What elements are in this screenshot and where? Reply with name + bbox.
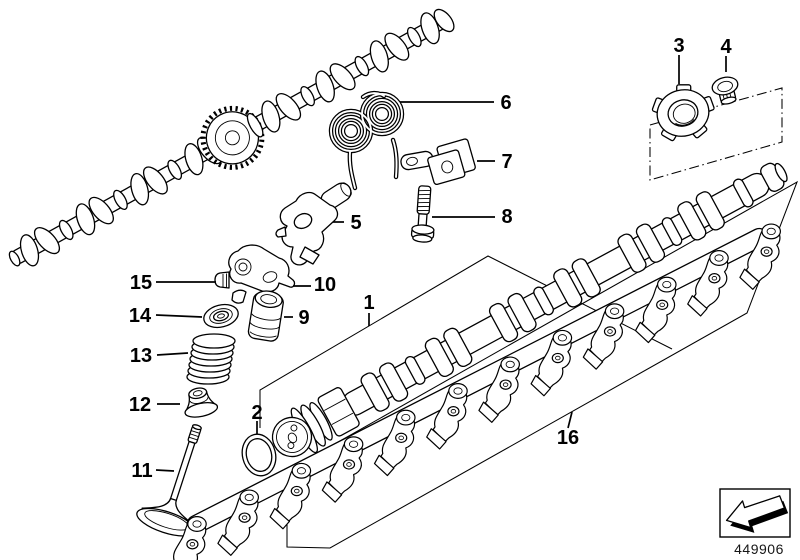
leader-14 (155, 314, 203, 318)
callout-5[interactable]: 5 (350, 212, 361, 234)
callout-6[interactable]: 6 (500, 92, 511, 114)
part-bracket-7 (400, 138, 476, 186)
part-spring-retainer-14 (203, 303, 239, 329)
leader-lines (155, 55, 727, 472)
part-camshaft-1 (271, 162, 788, 458)
part-bolt-8 (410, 185, 435, 243)
callout-labels: 1 2 3 4 5 6 7 8 9 10 11 12 13 14 15 16 (129, 35, 733, 482)
leader-13 (156, 352, 189, 356)
callout-4[interactable]: 4 (720, 36, 732, 58)
part-rocker-arm-5 (275, 182, 352, 266)
part-valve-keeper-15 (214, 271, 247, 304)
callout-7[interactable]: 7 (501, 151, 512, 173)
doc-number: 449906 (734, 541, 784, 557)
reference-plane-dashdot (649, 87, 783, 181)
callout-8[interactable]: 8 (501, 206, 512, 228)
camshaft-top-left (8, 8, 455, 267)
part-rocker-arm-10 (228, 244, 296, 293)
part-rocker-shaft-assembly-16 (165, 223, 781, 560)
callout-3[interactable]: 3 (673, 35, 684, 57)
callout-10[interactable]: 10 (314, 274, 336, 296)
part-valve-11 (136, 424, 202, 537)
callout-15[interactable]: 15 (130, 272, 152, 294)
back-arrow-icon (725, 495, 789, 533)
leader-11 (155, 469, 175, 472)
part-lock-nut-3 (651, 84, 715, 142)
camshaft-hub-face (271, 416, 313, 458)
callout-11[interactable]: 11 (131, 460, 152, 482)
callout-12[interactable]: 12 (129, 394, 151, 416)
callout-16[interactable]: 16 (557, 427, 579, 449)
part-tappet-9 (247, 290, 284, 342)
part-stem-seal-12 (184, 387, 219, 418)
callout-14[interactable]: 14 (129, 305, 152, 327)
part-plug-4 (711, 76, 739, 105)
part-seal-ring-2 (241, 433, 277, 477)
part-torsion-spring-6 (328, 90, 405, 191)
callout-1[interactable]: 1 (363, 292, 374, 314)
callout-9[interactable]: 9 (298, 307, 309, 329)
doc-footer: 449906 (719, 488, 791, 557)
leader-16 (567, 411, 573, 429)
callout-13[interactable]: 13 (130, 345, 152, 367)
part-valve-spring-13 (186, 333, 236, 385)
callout-2[interactable]: 2 (251, 402, 262, 424)
parallelogram-frame-16 (286, 180, 799, 549)
